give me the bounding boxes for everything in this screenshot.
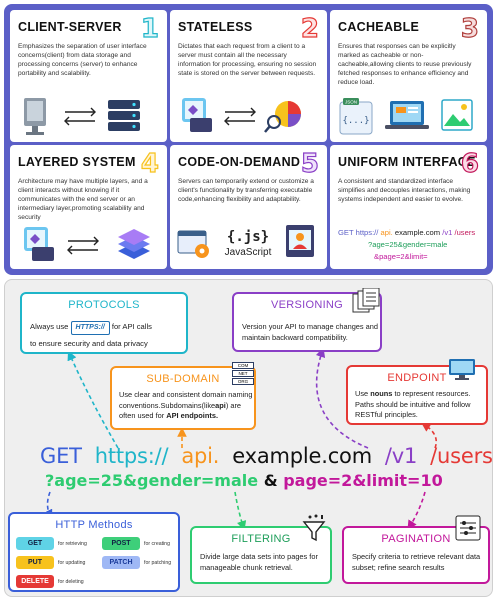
card-title: LAYERED SYSTEM bbox=[18, 155, 136, 169]
uri-version: /v1 bbox=[384, 444, 418, 468]
method-post-pill: POST bbox=[102, 537, 140, 550]
svg-text:JSON: JSON bbox=[345, 100, 357, 105]
domain-extensions-icon: COM NET ORG bbox=[232, 362, 254, 385]
subdomain-box: SUB-DOMAIN Use clear and consistent doma… bbox=[110, 366, 256, 430]
number-badge: 3 bbox=[460, 14, 479, 44]
card-code-on-demand: CODE-ON-DEMAND 5 Servers can temporarily… bbox=[170, 145, 327, 269]
svg-text:{.js}: {.js} bbox=[227, 229, 269, 245]
sliders-icon bbox=[455, 515, 481, 541]
method-put-pill: PUT bbox=[16, 556, 54, 569]
versioning-title: VERSIONING bbox=[270, 299, 344, 311]
filtering-box: FILTERING Divide large data sets into pa… bbox=[190, 526, 332, 584]
uri-query: ?age=25&gender=male bbox=[45, 471, 259, 490]
card-title: CODE-ON-DEMAND bbox=[178, 155, 301, 169]
card-description: Architecture may have multiple layers, a… bbox=[18, 178, 148, 221]
method-patch-pill: PATCH bbox=[102, 556, 140, 569]
rest-principles-panel: CLIENT-SERVER 1 Emphasizes the separatio… bbox=[4, 4, 493, 275]
stateless-illustration bbox=[182, 98, 301, 133]
method-get-pill: GET bbox=[16, 537, 54, 550]
main-uri-line-1: GET https:// api. example.com /v1 /users bbox=[40, 444, 493, 468]
card-title: CACHEABLE bbox=[338, 20, 420, 34]
protocols-title: PROTOCOLS bbox=[68, 299, 140, 311]
cacheable-illustration: JSON {...} bbox=[339, 98, 473, 135]
subdomain-title: SUB-DOMAIN bbox=[146, 373, 220, 385]
uri-resource: /users bbox=[430, 444, 493, 468]
javascript-icon: {.js} JavaScript bbox=[225, 229, 272, 258]
browser-user-icon bbox=[286, 225, 314, 257]
number-badge: 6 bbox=[460, 149, 479, 179]
arrows-icon bbox=[224, 107, 256, 126]
image-gallery-icon bbox=[441, 99, 473, 131]
laptop-icon bbox=[385, 101, 429, 129]
endpoint-title: ENDPOINT bbox=[387, 372, 447, 384]
computer-icon bbox=[24, 98, 46, 135]
uri-host: example.com bbox=[232, 444, 372, 468]
uri-scheme: https:// bbox=[94, 444, 169, 468]
card-uniform-interface: UNIFORM INTERFACE 6 A consistent and sta… bbox=[330, 145, 487, 269]
card-layered-system: LAYERED SYSTEM 4 Architecture may have m… bbox=[10, 145, 167, 269]
uniform-uri-example: GET https:// api. example.com /v1 /users… bbox=[338, 227, 487, 262]
pagination-title: PAGINATION bbox=[381, 533, 451, 545]
client-server-illustration bbox=[24, 98, 140, 135]
number-badge: 4 bbox=[140, 149, 159, 179]
json-document-icon: JSON {...} bbox=[339, 98, 373, 135]
uri-ampersand: & bbox=[263, 471, 278, 490]
card-description: Emphasizes the separation of user interf… bbox=[18, 43, 147, 77]
card-description: Servers can temporarily extend or custom… bbox=[178, 178, 314, 203]
documents-icon bbox=[352, 288, 380, 313]
desktop-monitor-icon bbox=[449, 359, 475, 380]
arrows-icon bbox=[67, 236, 99, 255]
svg-text:{...}: {...} bbox=[342, 116, 369, 126]
main-uri-line-2: ?age=25&gender=male & page=2&limit=10 bbox=[45, 471, 443, 490]
client-device-icon bbox=[182, 98, 212, 132]
card-description: Dictates that each request from a client… bbox=[178, 43, 317, 77]
filtering-title: FILTERING bbox=[231, 533, 291, 545]
card-cacheable: CACHEABLE 3 Ensures that responses can b… bbox=[330, 10, 487, 142]
http-methods-box: HTTP Methods GET for retrieving POST for… bbox=[8, 512, 180, 592]
card-title: CLIENT-SERVER bbox=[18, 20, 122, 34]
arrows-icon bbox=[64, 107, 96, 126]
card-description: A consistent and standardized interface … bbox=[338, 178, 471, 203]
protocols-box: PROTOCOLS Always use HTTPS:// for API ca… bbox=[20, 292, 188, 354]
card-client-server: CLIENT-SERVER 1 Emphasizes the separatio… bbox=[10, 10, 167, 142]
uri-line-2: ?age=25&gender=male bbox=[368, 239, 448, 249]
svg-text:JavaScript: JavaScript bbox=[225, 247, 272, 258]
card-description: Ensures that responses can be explicitly… bbox=[338, 43, 472, 86]
layers-icon bbox=[118, 229, 150, 259]
card-title: UNIFORM INTERFACE bbox=[338, 155, 476, 169]
uri-line-1: GET https:// api. example.com /v1 /users bbox=[338, 228, 476, 237]
data-analysis-icon bbox=[264, 101, 301, 133]
card-title: STATELESS bbox=[178, 20, 253, 34]
uri-method: GET bbox=[40, 444, 82, 468]
uri-subdomain: api. bbox=[181, 444, 220, 468]
card-stateless: STATELESS 2 Dictates that each request f… bbox=[170, 10, 327, 142]
method-delete-pill: DELETE bbox=[16, 575, 54, 588]
server-icon bbox=[108, 100, 140, 131]
layered-system-illustration bbox=[24, 227, 150, 261]
number-badge: 2 bbox=[300, 14, 319, 44]
http-methods-title: HTTP Methods bbox=[55, 519, 133, 531]
number-badge: 5 bbox=[300, 149, 319, 179]
uri-pagination: page=2&limit=10 bbox=[283, 471, 443, 490]
code-on-demand-illustration: {.js} JavaScript bbox=[177, 225, 314, 258]
code-settings-icon bbox=[177, 230, 209, 258]
funnel-icon bbox=[302, 514, 326, 542]
uri-line-3: &page=2&limit= bbox=[374, 251, 428, 261]
number-badge: 1 bbox=[140, 14, 159, 44]
https-badge: HTTPS:// bbox=[70, 321, 110, 336]
client-device-icon bbox=[24, 227, 54, 261]
